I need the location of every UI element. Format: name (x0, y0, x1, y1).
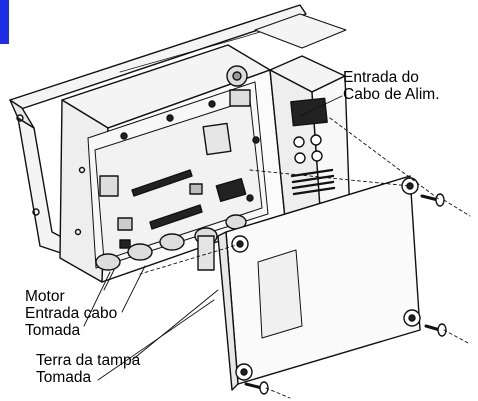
label-lid-socket: Tomada (36, 369, 92, 386)
front-cover (217, 175, 421, 391)
assembly-lines (139, 117, 471, 399)
label-motor: Motor (25, 288, 65, 305)
label-motor-socket: Tomada (25, 322, 81, 339)
circuit-board (94, 65, 263, 261)
label-motor-group: Motor Entrada cabo Tomada (25, 288, 117, 339)
label-lid-ground: Terra da tampa (36, 352, 141, 369)
mounting-bracket (9, 4, 307, 263)
label-cable-entry: Entrada cabo (25, 305, 118, 322)
label-power-entry: Entrada do Cabo de Alim. (343, 69, 440, 103)
label-power-entry-line-2: Cabo de Alim. (343, 86, 440, 103)
cable-glands (95, 214, 247, 271)
section-tab-marker (0, 0, 9, 44)
label-power-entry-line-1: Entrada do (343, 69, 419, 86)
leader-lines (83, 95, 343, 381)
cover-screws (244, 193, 447, 395)
label-lid-ground-group: Terra da tampa Tomada (36, 352, 140, 386)
